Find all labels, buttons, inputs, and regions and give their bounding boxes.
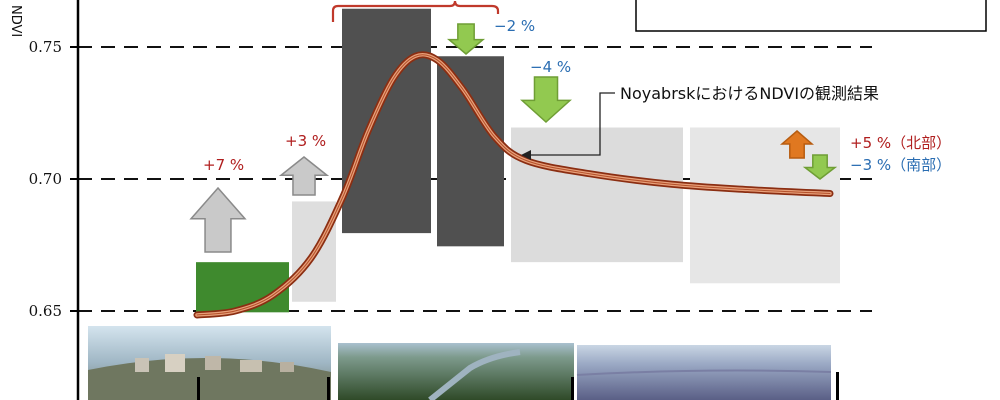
photo-tundra	[576, 345, 832, 400]
arrow-down-minus2	[446, 23, 486, 55]
ndvi-bar-5	[690, 127, 840, 284]
label-plus3: +3 %	[285, 132, 326, 150]
ndvi-bar-3	[437, 56, 504, 247]
arrow-up-north	[779, 130, 815, 159]
strip-divider-4	[836, 372, 839, 400]
curve-callout-label: NoyabrskにおけるNDVIの観測結果	[620, 84, 879, 103]
label-minus2: −2 %	[494, 17, 535, 35]
callout-arrowhead	[521, 150, 531, 160]
photo-forest	[338, 343, 574, 400]
strip-divider-3	[571, 377, 574, 400]
arrow-down-minus4	[520, 76, 572, 124]
label-plus5-north: +5 %（北部）	[850, 134, 951, 152]
label-minus4: −4 %	[530, 58, 571, 76]
change-arrows	[189, 23, 838, 253]
legend-box	[635, 0, 987, 32]
ndvi-bar-0	[196, 262, 289, 313]
arrow-up-plus3	[278, 156, 330, 196]
red-bracket	[331, 0, 500, 22]
ndvi-bar-4	[511, 127, 683, 263]
ndvi-curve-line	[196, 54, 831, 316]
ndvi-curve	[193, 51, 834, 319]
y-tick-label-0: 0.65	[29, 302, 62, 320]
strip-divider-2	[327, 377, 330, 400]
ndvi-bar-2	[342, 8, 431, 234]
y-tick-label-1: 0.70	[29, 170, 62, 188]
y-axis-ticks: 0.65 0.70 0.75	[29, 38, 78, 320]
strip-divider-1	[197, 377, 200, 400]
arrow-up-plus7	[189, 186, 247, 253]
photo-city	[88, 326, 331, 400]
label-plus7: +7 %	[203, 156, 244, 174]
arrow-down-south	[802, 154, 838, 180]
callout-leader-line	[528, 92, 615, 156]
ndvi-bars	[196, 8, 840, 313]
y-tick-label-2: 0.75	[29, 38, 62, 56]
label-minus3-south: −3 %（南部）	[850, 156, 951, 174]
y-axis-label: NDVI	[8, 5, 23, 37]
